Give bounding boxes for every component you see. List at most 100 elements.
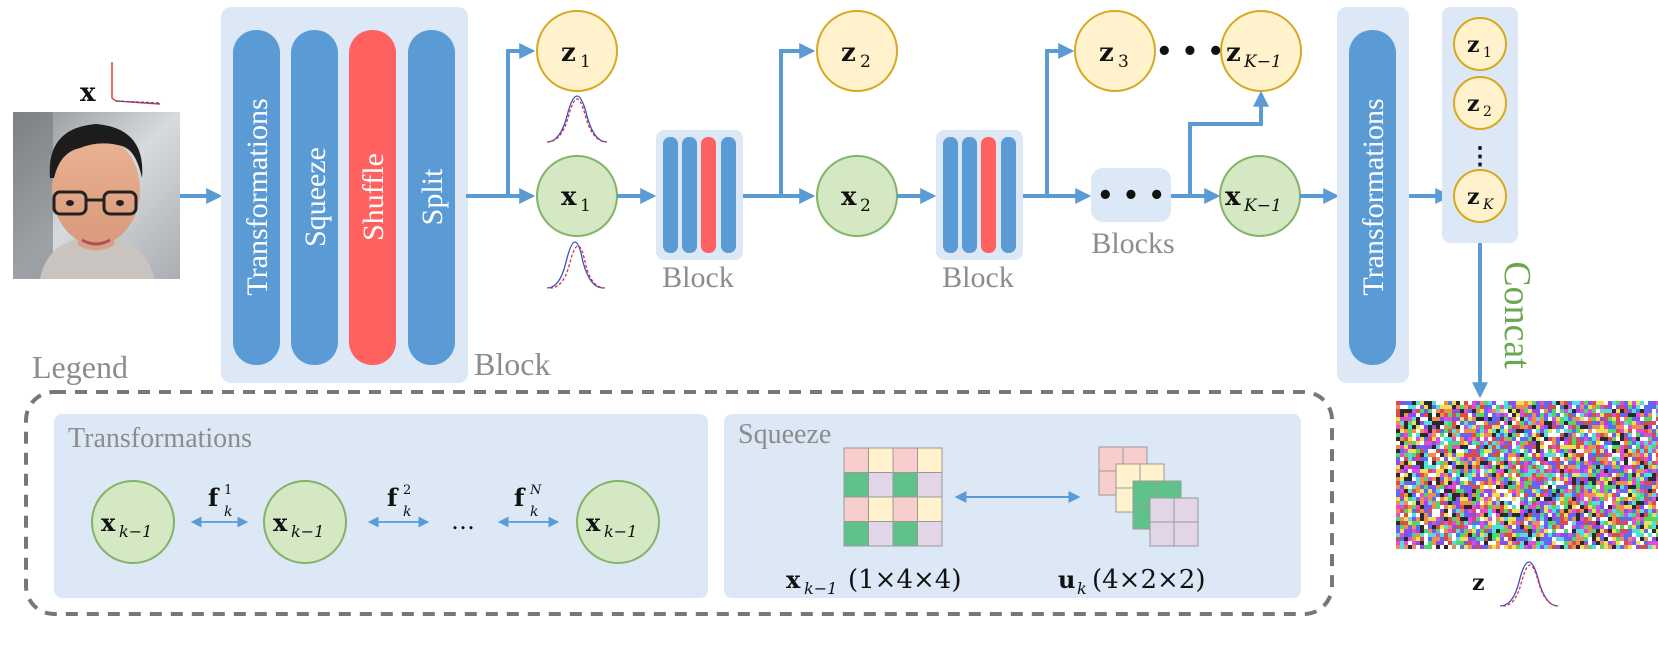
legend-title: Legend [32, 349, 128, 385]
small-block-2 [936, 130, 1023, 260]
bar-split: Split [408, 30, 455, 365]
svg-text:x: x [80, 78, 96, 108]
bar-squeeze: Squeeze [291, 30, 338, 365]
legend-transformations-title: Transformations [68, 423, 252, 454]
legend-fN: f N k [497, 483, 560, 528]
svg-text:k−1: k−1 [804, 579, 837, 598]
svg-text:u: u [1058, 565, 1075, 594]
svg-text:1: 1 [580, 52, 591, 72]
svg-text:2: 2 [403, 483, 411, 498]
noise-output-image [1396, 401, 1658, 549]
svg-text:k−1: k−1 [291, 522, 324, 541]
svg-text:z: z [1226, 38, 1241, 68]
legend-f1: f 1 k [190, 483, 249, 528]
bar-transformations: Transformations [233, 30, 280, 365]
input-x-label: x [80, 78, 96, 108]
svg-text:(4×2×2): (4×2×2) [1092, 565, 1205, 595]
node-x1: x 1 [536, 155, 618, 237]
concat-stack: z 1 z 2 ⋮ z K [1442, 7, 1518, 243]
svg-text:x: x [586, 508, 601, 537]
legend-f2: f 2 k [367, 483, 430, 528]
bar-squeeze-label: Squeeze [299, 147, 332, 247]
squeeze-stacked-2x2 [1098, 446, 1199, 547]
input-distribution-curve [111, 62, 161, 105]
svg-text:K−1: K−1 [1243, 52, 1282, 72]
svg-text:z: z [561, 38, 576, 68]
svg-text:K: K [1482, 197, 1495, 213]
bar-split-label: Split [416, 168, 449, 225]
svg-text:z: z [1467, 91, 1480, 117]
svg-text:3: 3 [1118, 52, 1129, 72]
bar-shuffle-label: Shuffle [357, 153, 390, 241]
svg-text:f: f [514, 483, 526, 512]
z-ellipsis: • • • [1156, 37, 1224, 67]
face-photo [13, 112, 180, 279]
node-z2: z 2 [816, 10, 898, 92]
svg-text:2: 2 [1483, 104, 1492, 120]
legend-squeeze-title: Squeeze [738, 419, 831, 450]
svg-text:k: k [403, 504, 411, 520]
squeeze-left-caption: x k−1 (1×4×4) [786, 565, 961, 598]
svg-text:1: 1 [1483, 45, 1492, 61]
node-z3: z 3 [1074, 10, 1156, 92]
svg-text:(1×4×4): (1×4×4) [848, 565, 961, 595]
legend-transformations-panel [54, 414, 708, 598]
legend-node-3: x k−1 [576, 480, 660, 564]
main-block-panel [221, 7, 468, 383]
bar-transformations-label: Transformations [241, 98, 274, 295]
svg-text:z: z [1099, 38, 1114, 68]
svg-text:N: N [529, 483, 542, 498]
main-block-label: Block [474, 346, 550, 382]
small-block-2-label: Block [942, 261, 1014, 294]
x1-distribution-curve [546, 241, 606, 289]
node-x2: x 2 [816, 155, 898, 237]
arrows-block2-outputs [1023, 43, 1092, 204]
legend-ellipsis: … [451, 507, 475, 535]
svg-text:k: k [1077, 579, 1087, 598]
concat-label: Concat [1496, 261, 1538, 369]
blocks-label: Blocks [1091, 227, 1174, 260]
svg-text:K−1: K−1 [1243, 196, 1282, 216]
node-z1: z 1 [536, 10, 618, 92]
small-block-1 [656, 130, 743, 260]
svg-text:k: k [530, 504, 538, 520]
concat-z1: z 1 [1453, 17, 1507, 71]
svg-text:f: f [208, 483, 220, 512]
final-transformations-label: Transformations [1357, 98, 1390, 295]
concat-vdots: ⋮ [1468, 141, 1492, 170]
arrows-blocks-outputs [1171, 90, 1269, 204]
svg-text:k−1: k−1 [604, 522, 637, 541]
concat-zK: z K [1453, 169, 1507, 223]
z1-distribution-curve [546, 95, 608, 143]
output-distribution-curve [1499, 561, 1559, 607]
svg-text:• • •: • • • [1097, 181, 1165, 211]
arrows-split-outputs [466, 43, 536, 204]
svg-text:2: 2 [860, 196, 871, 216]
concat-z2: z 2 [1453, 76, 1507, 130]
svg-text:1: 1 [580, 196, 591, 216]
legend-frame [24, 390, 1334, 616]
svg-text:z: z [841, 38, 856, 68]
svg-text:x: x [273, 508, 288, 537]
arrows-block1-outputs [743, 43, 816, 204]
svg-text:x: x [101, 508, 116, 537]
final-transformations-block: Transformations [1337, 7, 1409, 383]
node-xK-1: x K−1 [1219, 155, 1301, 237]
legend-node-2: x k−1 [263, 480, 347, 564]
squeeze-grid-4x4 [843, 447, 943, 547]
svg-text:x: x [1225, 182, 1241, 212]
small-block-1-label: Block [662, 261, 734, 294]
svg-text:k−1: k−1 [119, 522, 152, 541]
node-zK-1: z K−1 [1220, 10, 1302, 92]
svg-text:z: z [1467, 184, 1480, 210]
svg-text:x: x [561, 182, 577, 212]
output-z-label: z [1472, 570, 1485, 596]
bar-shuffle: Shuffle [349, 30, 396, 365]
svg-text:2: 2 [860, 52, 871, 72]
squeeze-right-caption: u k (4×2×2) [1058, 565, 1205, 598]
blocks-ellipsis-box: • • • [1091, 168, 1171, 222]
svg-text:z: z [1467, 32, 1480, 58]
svg-text:f: f [387, 483, 399, 512]
svg-text:x: x [786, 565, 801, 594]
